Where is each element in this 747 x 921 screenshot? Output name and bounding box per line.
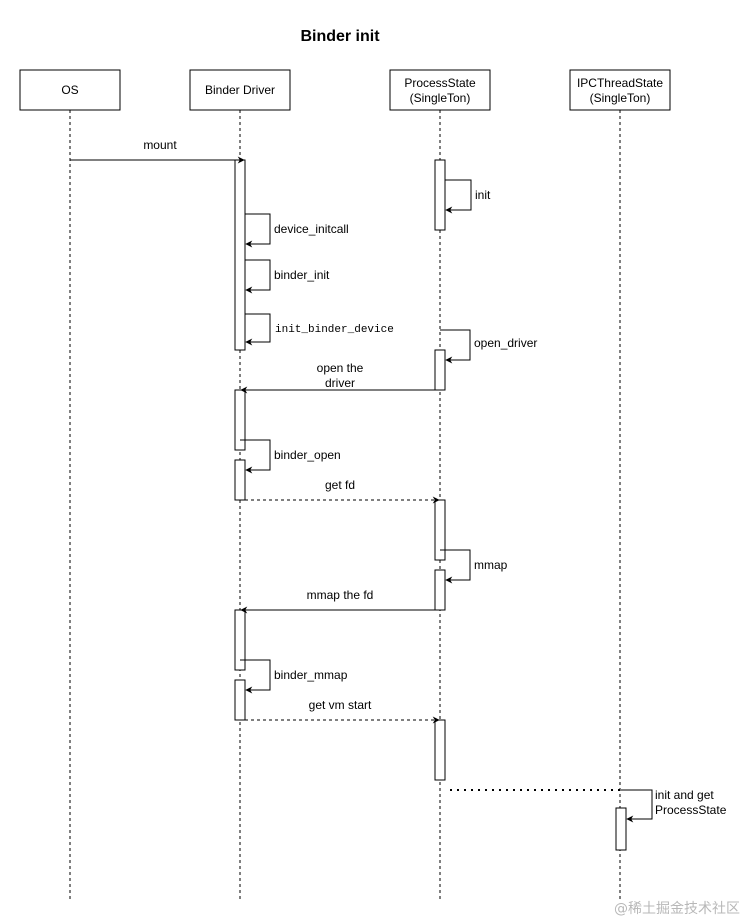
activation-driver-4 [234,609,246,671]
message-open-driver-label: open_driver [474,336,537,350]
label-line: binder_mmap [274,668,348,682]
message-binder-init-label: binder_init [274,268,330,282]
message-binder-init-arrow [245,259,271,294]
message-init-label: init [475,188,491,202]
activation-ps-2 [434,349,446,391]
message-mount-label: mount [143,138,177,152]
message-mmap-the-fd-label: mmap the fd [307,588,374,602]
label-line: get vm start [309,698,372,712]
diagram-title: Binder init [300,28,380,45]
label-line: init and get [655,788,714,802]
activation-ps-4 [434,569,446,611]
message-init-arrow [445,179,472,214]
message-binder-open-label: binder_open [274,448,341,462]
label-line: init [475,188,491,202]
message-mmap-label: mmap [474,558,508,572]
message-device-initcall-label: device_initcall [274,222,349,236]
participant-os-label: OS [61,83,78,97]
activation-ps-1 [434,159,446,231]
message-binder-mmap-label: binder_mmap [274,668,348,682]
participant-os-box [19,69,121,111]
label-line: binder_init [274,268,330,282]
activation-ps-3 [434,499,446,561]
label-line: driver [325,376,355,390]
message-mmap-arrow [440,549,471,584]
participant-driver-label: Binder Driver [205,83,275,97]
label-line: ProcessState [655,803,727,817]
participant-ipcthreadstate-box [569,69,671,111]
label-line: mount [143,138,177,152]
message-init-binder-device-arrow [245,313,271,346]
message-init-and-get-arrow [621,789,653,823]
message-binder-mmap-arrow [240,659,271,694]
message-init-binder-device-label: init_binder_device [275,324,394,336]
participant-processstate-label: ProcessState(SingleTon) [404,76,476,105]
message-get-vm-start-label: get vm start [309,698,372,712]
label-line: mmap the fd [307,588,374,602]
message-open-driver-arrow [440,329,471,364]
message-device-initcall-arrow [245,213,271,248]
activation-ps-5 [434,719,446,781]
activation-driver-1 [234,159,246,351]
label-line: ProcessState [404,76,476,90]
watermark: @稀土掘金技术社区 [614,901,740,917]
activation-driver-3 [234,459,246,501]
participant-ipcthreadstate-label: IPCThreadState(SingleTon) [577,76,663,105]
message-binder-open-arrow [240,439,271,474]
activation-driver-2 [234,389,246,451]
participant-processstate-box [389,69,491,111]
label-line: binder_open [274,448,341,462]
label-line: device_initcall [274,222,349,236]
label-line: open_driver [474,336,537,350]
label-line: (SingleTon) [590,91,651,105]
label-line: IPCThreadState [577,76,663,90]
activation-ipc-1 [615,807,627,851]
participant-driver-box [189,69,291,111]
label-line: open the [317,361,364,375]
label-line: (SingleTon) [410,91,471,105]
label-line: get fd [325,478,355,492]
label-line: OS [61,83,78,97]
message-get-fd-label: get fd [325,478,355,492]
label-line: init_binder_device [275,324,394,336]
label-line: Binder Driver [205,83,275,97]
label-line: mmap [474,558,508,572]
activation-driver-5 [234,679,246,721]
